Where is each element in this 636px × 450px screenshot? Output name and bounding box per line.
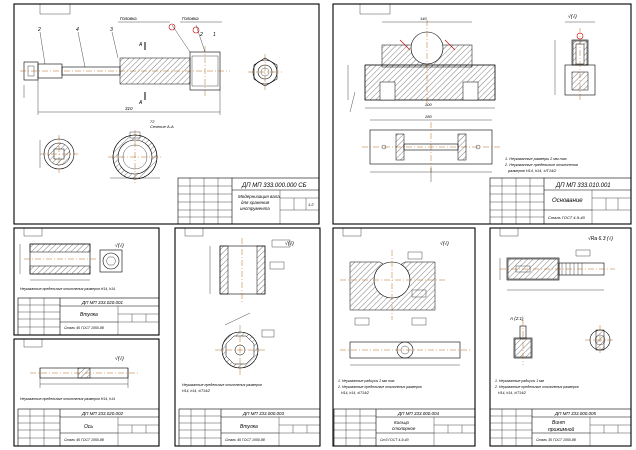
part-name-5: Втулка: [240, 424, 258, 430]
note-7-2: 2. Неуказанные предельные отклонения раз…: [494, 385, 579, 389]
part-name-4: Ось: [84, 424, 93, 430]
title-block-3: ДП МП 333.020.001 Втулка Сталь 45 ГОСТ 1…: [17, 297, 160, 336]
note-5-1: Неуказанные предельные отклонения размер…: [182, 383, 262, 387]
section-callout: Сечение А-А: [150, 124, 174, 129]
pos-num-2: 4: [76, 27, 79, 33]
title-block-6: ДП МП 333.000.004 Кольцо стопорное Ст3 Г…: [333, 408, 476, 447]
sheet-frame: [332, 3, 632, 225]
part-name-6a: Кольцо: [394, 420, 410, 425]
drawing-code-7: ДП МП 333.000.005: [554, 411, 596, 416]
title-block-1: ДП МП 333.000.000 СБ Модернизация вала д…: [177, 177, 320, 225]
note-6-1: 1. Неуказанные радиусы 2 мм max: [338, 379, 395, 383]
sheet-screw: А (2:1) √Ra 6.3 (√) 1. Неуказанные радиу…: [489, 227, 632, 447]
leader-label-1: Головка: [120, 16, 137, 21]
note-2-1: 1. Неуказанные размеры 2 мм max: [505, 157, 568, 161]
part-name-1c: инструмента: [240, 206, 270, 211]
roughness-7: √Ra 6.3 (√): [588, 235, 613, 242]
section-mark-bottom: А: [138, 100, 143, 106]
pos-num-3: 3: [110, 27, 113, 33]
roughness-4: √(√): [115, 355, 124, 362]
material-7: Сталь 35 ГОСТ 1050-88: [536, 438, 576, 442]
note-2-3: размеров Н14, h14, ±IT14/2: [507, 169, 557, 173]
part-name-2: Основание: [552, 198, 583, 204]
dim-overall: 310: [125, 106, 133, 111]
note-7-1: 1. Неуказанные радиусы 1 мм: [495, 379, 545, 383]
note-7-3: Н14, h14, ±IT14/2: [498, 391, 526, 395]
dim-small: 72: [150, 119, 155, 124]
dim-top: 140: [420, 16, 427, 21]
sheet-corner-box: [39, 3, 71, 15]
note-5-2: Н14, h14, ±IT14/2: [182, 389, 210, 393]
pos-num-5: 1: [213, 32, 216, 38]
part-name-1b: для хранения: [241, 200, 270, 205]
leader-label-2: Головка: [182, 16, 199, 21]
material-6: Ст3 ГОСТ 4-9-40: [380, 438, 409, 442]
title-block-2: ДП МП 333.010.001 Основание Сталь ГОСТ 4…: [489, 177, 632, 225]
drawing-code-3: ДП МП 333.020.001: [81, 300, 123, 305]
section-mark-top: А: [138, 42, 143, 48]
note-6-3: Н14, h14, ±IT14/2: [341, 391, 369, 395]
drawing-code-2: ДП МП 333.010.001: [555, 183, 611, 189]
title-block-5: ДП МП 333.000.003 Втулка Сталь 45 ГОСТ 1…: [178, 408, 321, 447]
dim-plan: 280: [424, 114, 432, 119]
sheet-sleeve: √(√) Неуказанные предельные отклонения р…: [174, 227, 321, 447]
part-name-1a: Модернизация вала: [238, 194, 280, 199]
roughness-5: √(√): [285, 240, 294, 247]
note-6-2: 2. Неуказанные предельные отклонения раз…: [337, 385, 422, 389]
roughness-3: √(√): [115, 242, 124, 249]
material-4: Сталь 45 ГОСТ 1050-88: [64, 438, 104, 442]
title-block-7: ДП МП 333.000.005 Винт прижимной Сталь 3…: [489, 408, 632, 447]
dim-bottom: 200: [424, 102, 432, 107]
note-3: Неуказанные предельные отклонения размер…: [20, 287, 115, 291]
scale-1: 1:2: [308, 202, 314, 207]
note-4: Неуказанные предельные отклонения размер…: [20, 397, 115, 401]
material-2: Сталь ГОСТ 4-9-40: [548, 215, 586, 220]
pos-num-1: 2: [37, 27, 41, 33]
material-5: Сталь 45 ГОСТ 1050-88: [225, 438, 265, 442]
drawing-code-6: ДП МП 333.000.004: [397, 411, 439, 416]
sheet-assembly: Головка Головка 2 4 3 2 1 А А 310: [13, 3, 320, 225]
pos-num-4: 2: [199, 32, 203, 38]
part-name-7b: прижимной: [548, 426, 574, 433]
drawing-code-5: ДП МП 333.000.003: [242, 411, 284, 416]
drawing-code-1: ДП МП 333.000.000 СБ: [241, 183, 307, 189]
part-name-3: Втулка: [80, 312, 98, 318]
roughness-2: √(√): [568, 13, 577, 20]
sheet-ring: √(√) 1. Неуказанные радиусы 2 мм max 2. …: [332, 227, 476, 447]
sheet-base: 140 200 280 1. Неуказанные размеры 2 мм …: [332, 3, 632, 225]
material-3: Сталь 45 ГОСТ 1050-88: [64, 326, 104, 330]
sheet-frame: [13, 3, 320, 225]
part-name-6b: стопорное: [392, 426, 416, 431]
drawing-code-4: ДП МП 333.020.002: [81, 411, 123, 416]
title-block-4: ДП МП 333.020.002 Ось Сталь 45 ГОСТ 1050…: [17, 408, 160, 447]
part-name-7a: Винт: [552, 420, 565, 426]
roughness-6: √(√): [440, 240, 449, 247]
note-2-2: 2. Неуказанные предельные отклонения: [504, 163, 578, 167]
sheet-axle: √(√) Неуказанные предельные отклонения р…: [13, 338, 160, 447]
sheet-bushing: √(√) Неуказанные предельные отклонения р…: [13, 227, 160, 336]
detail-view-label: А (2:1): [509, 316, 524, 321]
